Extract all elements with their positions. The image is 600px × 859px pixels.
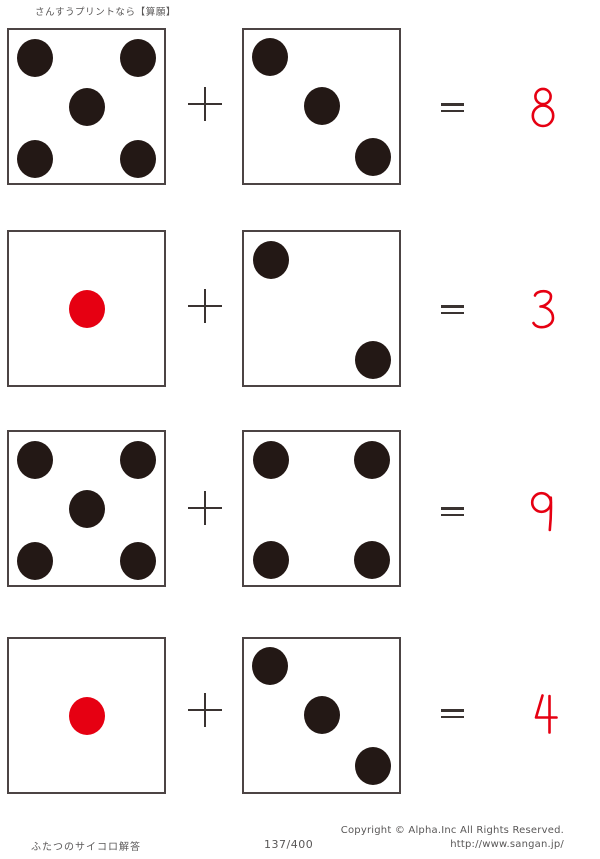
left-die [7, 230, 166, 387]
die-pip [251, 646, 288, 685]
die-pip [17, 541, 54, 580]
die-pip [119, 440, 156, 479]
left-die [7, 28, 166, 185]
die-pip [354, 340, 391, 379]
right-die [242, 430, 401, 587]
red-die-pip [68, 289, 105, 328]
die-pip [119, 541, 156, 580]
die-pip [353, 540, 390, 579]
footer-url: http://www.sangan.jp/ [450, 839, 564, 850]
red-die-pip [68, 696, 105, 735]
answer-value [528, 489, 558, 533]
die-pip [253, 540, 290, 579]
page-title: さんすうプリントなら【算願】 [35, 7, 177, 18]
right-die [242, 28, 401, 185]
die-pip [303, 86, 340, 125]
footer-page-number: 137/400 [264, 838, 314, 851]
footer-copyright: Copyright © Alpha.Inc All Rights Reserve… [340, 825, 564, 836]
die-pip [253, 441, 290, 480]
plus-sign [188, 693, 222, 727]
die-pip [68, 87, 105, 126]
die-pip [303, 695, 340, 734]
equals-sign [441, 103, 464, 112]
die-pip [251, 37, 288, 76]
left-die [7, 430, 166, 587]
die-pip [119, 139, 156, 178]
plus-sign [188, 289, 222, 323]
answer-value [528, 85, 558, 129]
equals-sign [441, 507, 464, 516]
die-pip [253, 241, 290, 280]
die-pip [17, 38, 54, 77]
equals-sign [441, 305, 464, 314]
die-pip [17, 440, 54, 479]
plus-sign [188, 491, 222, 525]
die-pip [354, 137, 391, 176]
answer-value [528, 691, 558, 735]
right-die [242, 637, 401, 794]
right-die [242, 230, 401, 387]
footer-copyright-block: Copyright © Alpha.Inc All Rights Reserve… [341, 824, 564, 852]
die-pip [354, 746, 391, 785]
die-pip [353, 441, 390, 480]
equals-sign [441, 709, 464, 718]
footer-worksheet-name: ふたつのサイコロ解答 [31, 842, 141, 853]
left-die [7, 637, 166, 794]
die-pip [119, 38, 156, 77]
die-pip [17, 139, 54, 178]
plus-sign [188, 87, 222, 121]
die-pip [68, 489, 105, 528]
answer-value [528, 287, 558, 331]
